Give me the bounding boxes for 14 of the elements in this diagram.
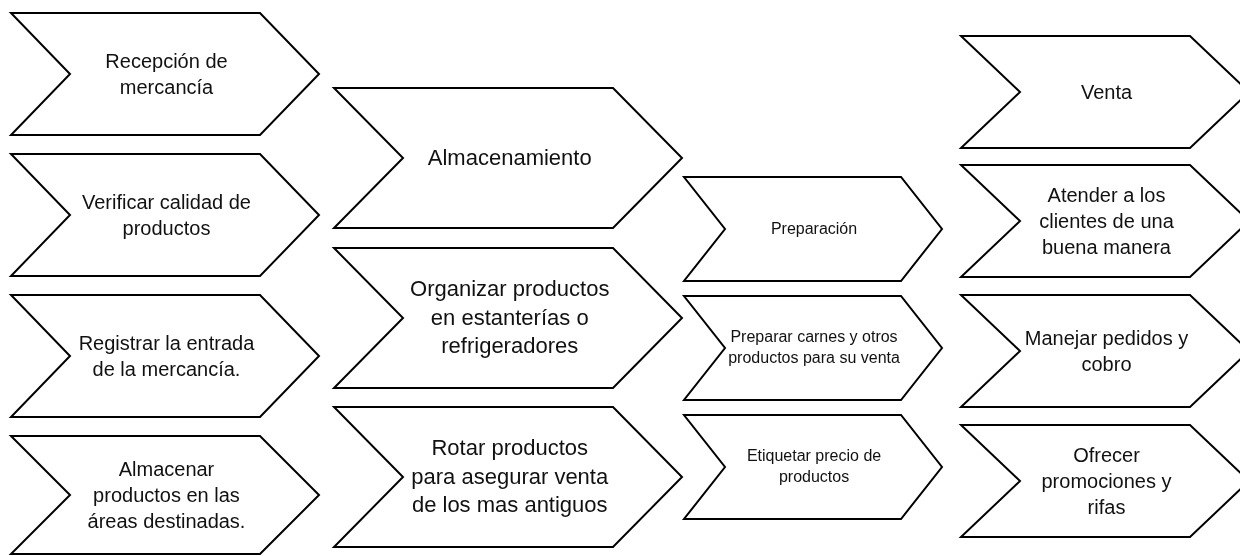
step-text: Almacenamiento bbox=[427, 143, 592, 172]
step-text: Preparación bbox=[770, 218, 858, 239]
step-text: Almacenar productos en las áreas destinadas. bbox=[86, 457, 247, 534]
step-text: Rotar productos para asegurar venta de los mas antiguos bbox=[410, 434, 610, 520]
step-text: Registrar la entrada de la mercancía. bbox=[77, 331, 256, 382]
step-text: Recepción de mercancía bbox=[104, 49, 229, 100]
step-text: Preparar carnes y otros productos para su venta bbox=[727, 327, 901, 368]
step-text: Etiquetar precio de productos bbox=[745, 446, 883, 487]
step-text: Organizar productos en estanterías o refrigeradores bbox=[409, 275, 611, 361]
step-text: Manejar pedidos y cobro bbox=[1023, 326, 1190, 377]
step-text: Atender a los clientes de una buena manera bbox=[1038, 183, 1175, 260]
step-text: Venta bbox=[1080, 80, 1133, 105]
step-text: Verificar calidad de productos bbox=[81, 190, 252, 241]
step-text: Ofrecer promociones y rifas bbox=[1040, 443, 1173, 520]
